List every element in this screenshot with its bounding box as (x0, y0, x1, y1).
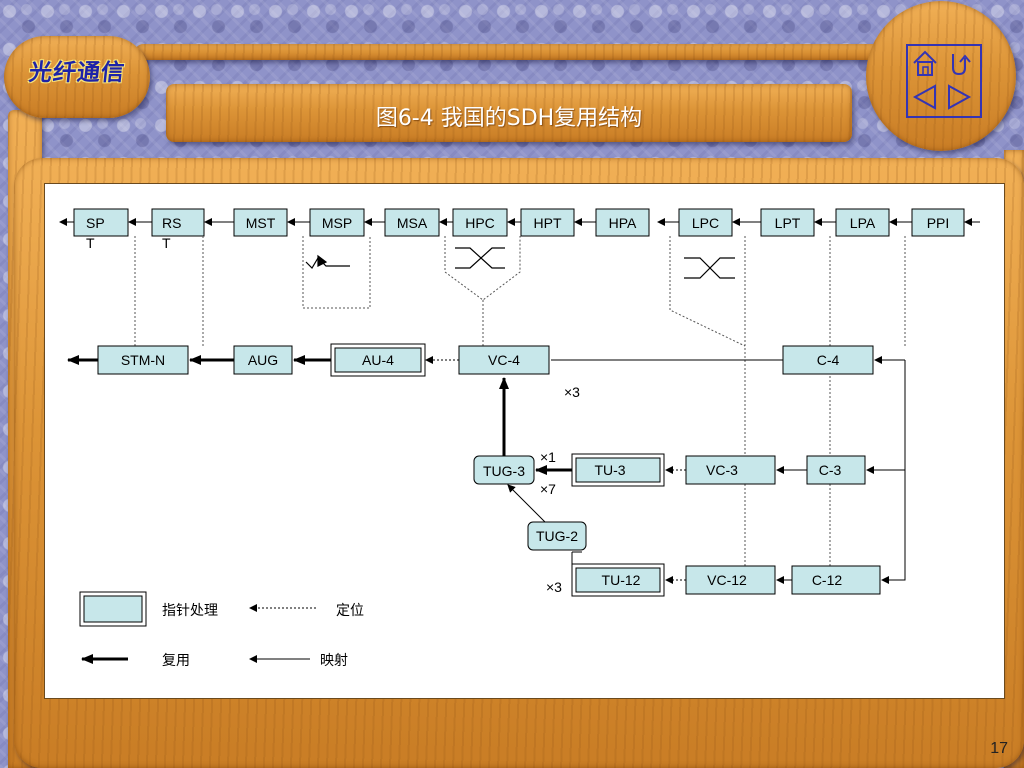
block-ppi-label: PPI (927, 215, 950, 231)
block-msp: MSP (309, 208, 365, 237)
block-hpa: HPA (595, 208, 650, 237)
dotted-lpc-link (669, 236, 746, 347)
msp-switch-head (317, 254, 328, 267)
next-triangle-icon[interactable] (944, 82, 974, 112)
tug2-group: TUG-2 (507, 484, 587, 551)
msp-switch (305, 257, 350, 269)
block-hpc: HPC (452, 208, 508, 237)
dotted-links (134, 236, 906, 568)
block-spt: SP T (73, 208, 129, 251)
block-hpc-label: HPC (465, 215, 495, 231)
legend-multiplexing-text: 复用 (162, 652, 190, 669)
tug3-label: TUG-3 (483, 463, 525, 479)
block-lpc-box (678, 208, 733, 237)
c12-label: C-12 (812, 572, 843, 588)
legend: 指针处理 定位 复用 映射 (79, 591, 364, 669)
block-rst-box (151, 208, 205, 237)
hpc-switch-b (455, 247, 505, 269)
top-frame-bar (135, 44, 880, 60)
c3-label: C-3 (819, 462, 842, 478)
return-icon[interactable] (944, 48, 974, 78)
page-number: 17 (990, 740, 1008, 757)
block-lpc-label: LPC (692, 215, 719, 231)
block-msa: MSA (384, 208, 440, 237)
block-lpt: LPT (760, 208, 815, 237)
block-msp-label: MSP (322, 215, 352, 231)
vc12-box (685, 565, 776, 595)
top-row: SP T RS T MST MSP MSA HPC HPT (59, 208, 980, 251)
caption-bar: 图6-4 我国的SDH复用结构 (166, 84, 852, 142)
tu12-row: TU-12 VC-12 C-12 ×3 (546, 360, 906, 597)
block-rst-wrap: T (162, 235, 171, 251)
tu12-label: TU-12 (602, 572, 641, 588)
tu3-box (575, 457, 661, 483)
block-rst-label: RS (162, 215, 181, 231)
legend-alignment-text: 定位 (336, 603, 364, 619)
tug3-multiplier-7: ×7 (540, 481, 556, 497)
tug3-multiplier-1: ×1 (540, 449, 556, 465)
block-hpt-box (520, 208, 575, 237)
block-lpt-box (760, 208, 815, 237)
block-msa-label: MSA (397, 215, 428, 231)
c4-box (782, 345, 874, 375)
block-ppi-box (911, 208, 965, 237)
vc4-box (458, 345, 550, 375)
c3-box (806, 455, 866, 485)
block-lpa-label: LPA (850, 215, 876, 231)
block-lpc: LPC (678, 208, 733, 237)
aug-label: AUG (248, 352, 278, 368)
block-hpa-box (595, 208, 650, 237)
c12-box (791, 565, 881, 595)
legend-pointer-box (83, 595, 143, 623)
block-ppi: PPI (911, 208, 965, 237)
legend-mapping-text: 映射 (320, 653, 348, 669)
lpc-switch-b (684, 257, 735, 279)
block-lpa: LPA (835, 208, 890, 237)
tu3-row: TUG-3 TU-3 VC-3 C-3 ×1 ×7 (473, 377, 905, 497)
cross-connect-symbols (305, 247, 735, 279)
tu3-label: TU-3 (594, 462, 625, 478)
block-hpt-label: HPT (534, 215, 562, 231)
block-spt-label: SP (86, 215, 105, 231)
legend-pointer-text: 指针处理 (162, 603, 218, 619)
nav-panel (906, 44, 982, 118)
tu12-multiplier: ×3 (546, 579, 562, 595)
vc3-label: VC-3 (706, 462, 738, 478)
block-spt-wrap: T (86, 235, 95, 251)
slide-caption: 图6-4 我国的SDH复用结构 (375, 106, 643, 131)
course-title-pill (4, 36, 150, 118)
home-icon[interactable] (910, 48, 940, 78)
block-hpt: HPT (520, 208, 575, 237)
dotted-msp-bracket (302, 236, 371, 309)
tu12-box (575, 567, 661, 593)
mux-row: STM-N AUG AU-4 VC-4 C-4 ×3 (67, 343, 905, 400)
au4-box (334, 347, 422, 373)
block-mst-label: MST (246, 215, 276, 231)
tug2-box (527, 521, 587, 551)
block-rst: RS T (151, 208, 205, 251)
vc4-label: VC-4 (488, 352, 520, 368)
block-hpa-label: HPA (609, 215, 637, 231)
block-lpt-label: LPT (775, 215, 801, 231)
prev-triangle-icon[interactable] (910, 82, 940, 112)
vc4-multiplier: ×3 (564, 384, 580, 400)
hpc-switch-a (455, 247, 505, 269)
nav-circle (866, 1, 1016, 151)
c4-label: C-4 (817, 352, 840, 368)
dotted-hpc-funnel (444, 236, 521, 301)
arrow-tug2-tug3 (507, 484, 546, 523)
au4-label: AU-4 (362, 352, 394, 368)
stm-n-box (97, 345, 189, 375)
tug2-label: TUG-2 (536, 528, 578, 544)
block-mst: MST (233, 208, 288, 237)
block-spt-box (73, 208, 129, 237)
vc12-label: VC-12 (707, 572, 747, 588)
diagram-panel (44, 183, 1005, 699)
stm-n-label: STM-N (121, 352, 165, 368)
